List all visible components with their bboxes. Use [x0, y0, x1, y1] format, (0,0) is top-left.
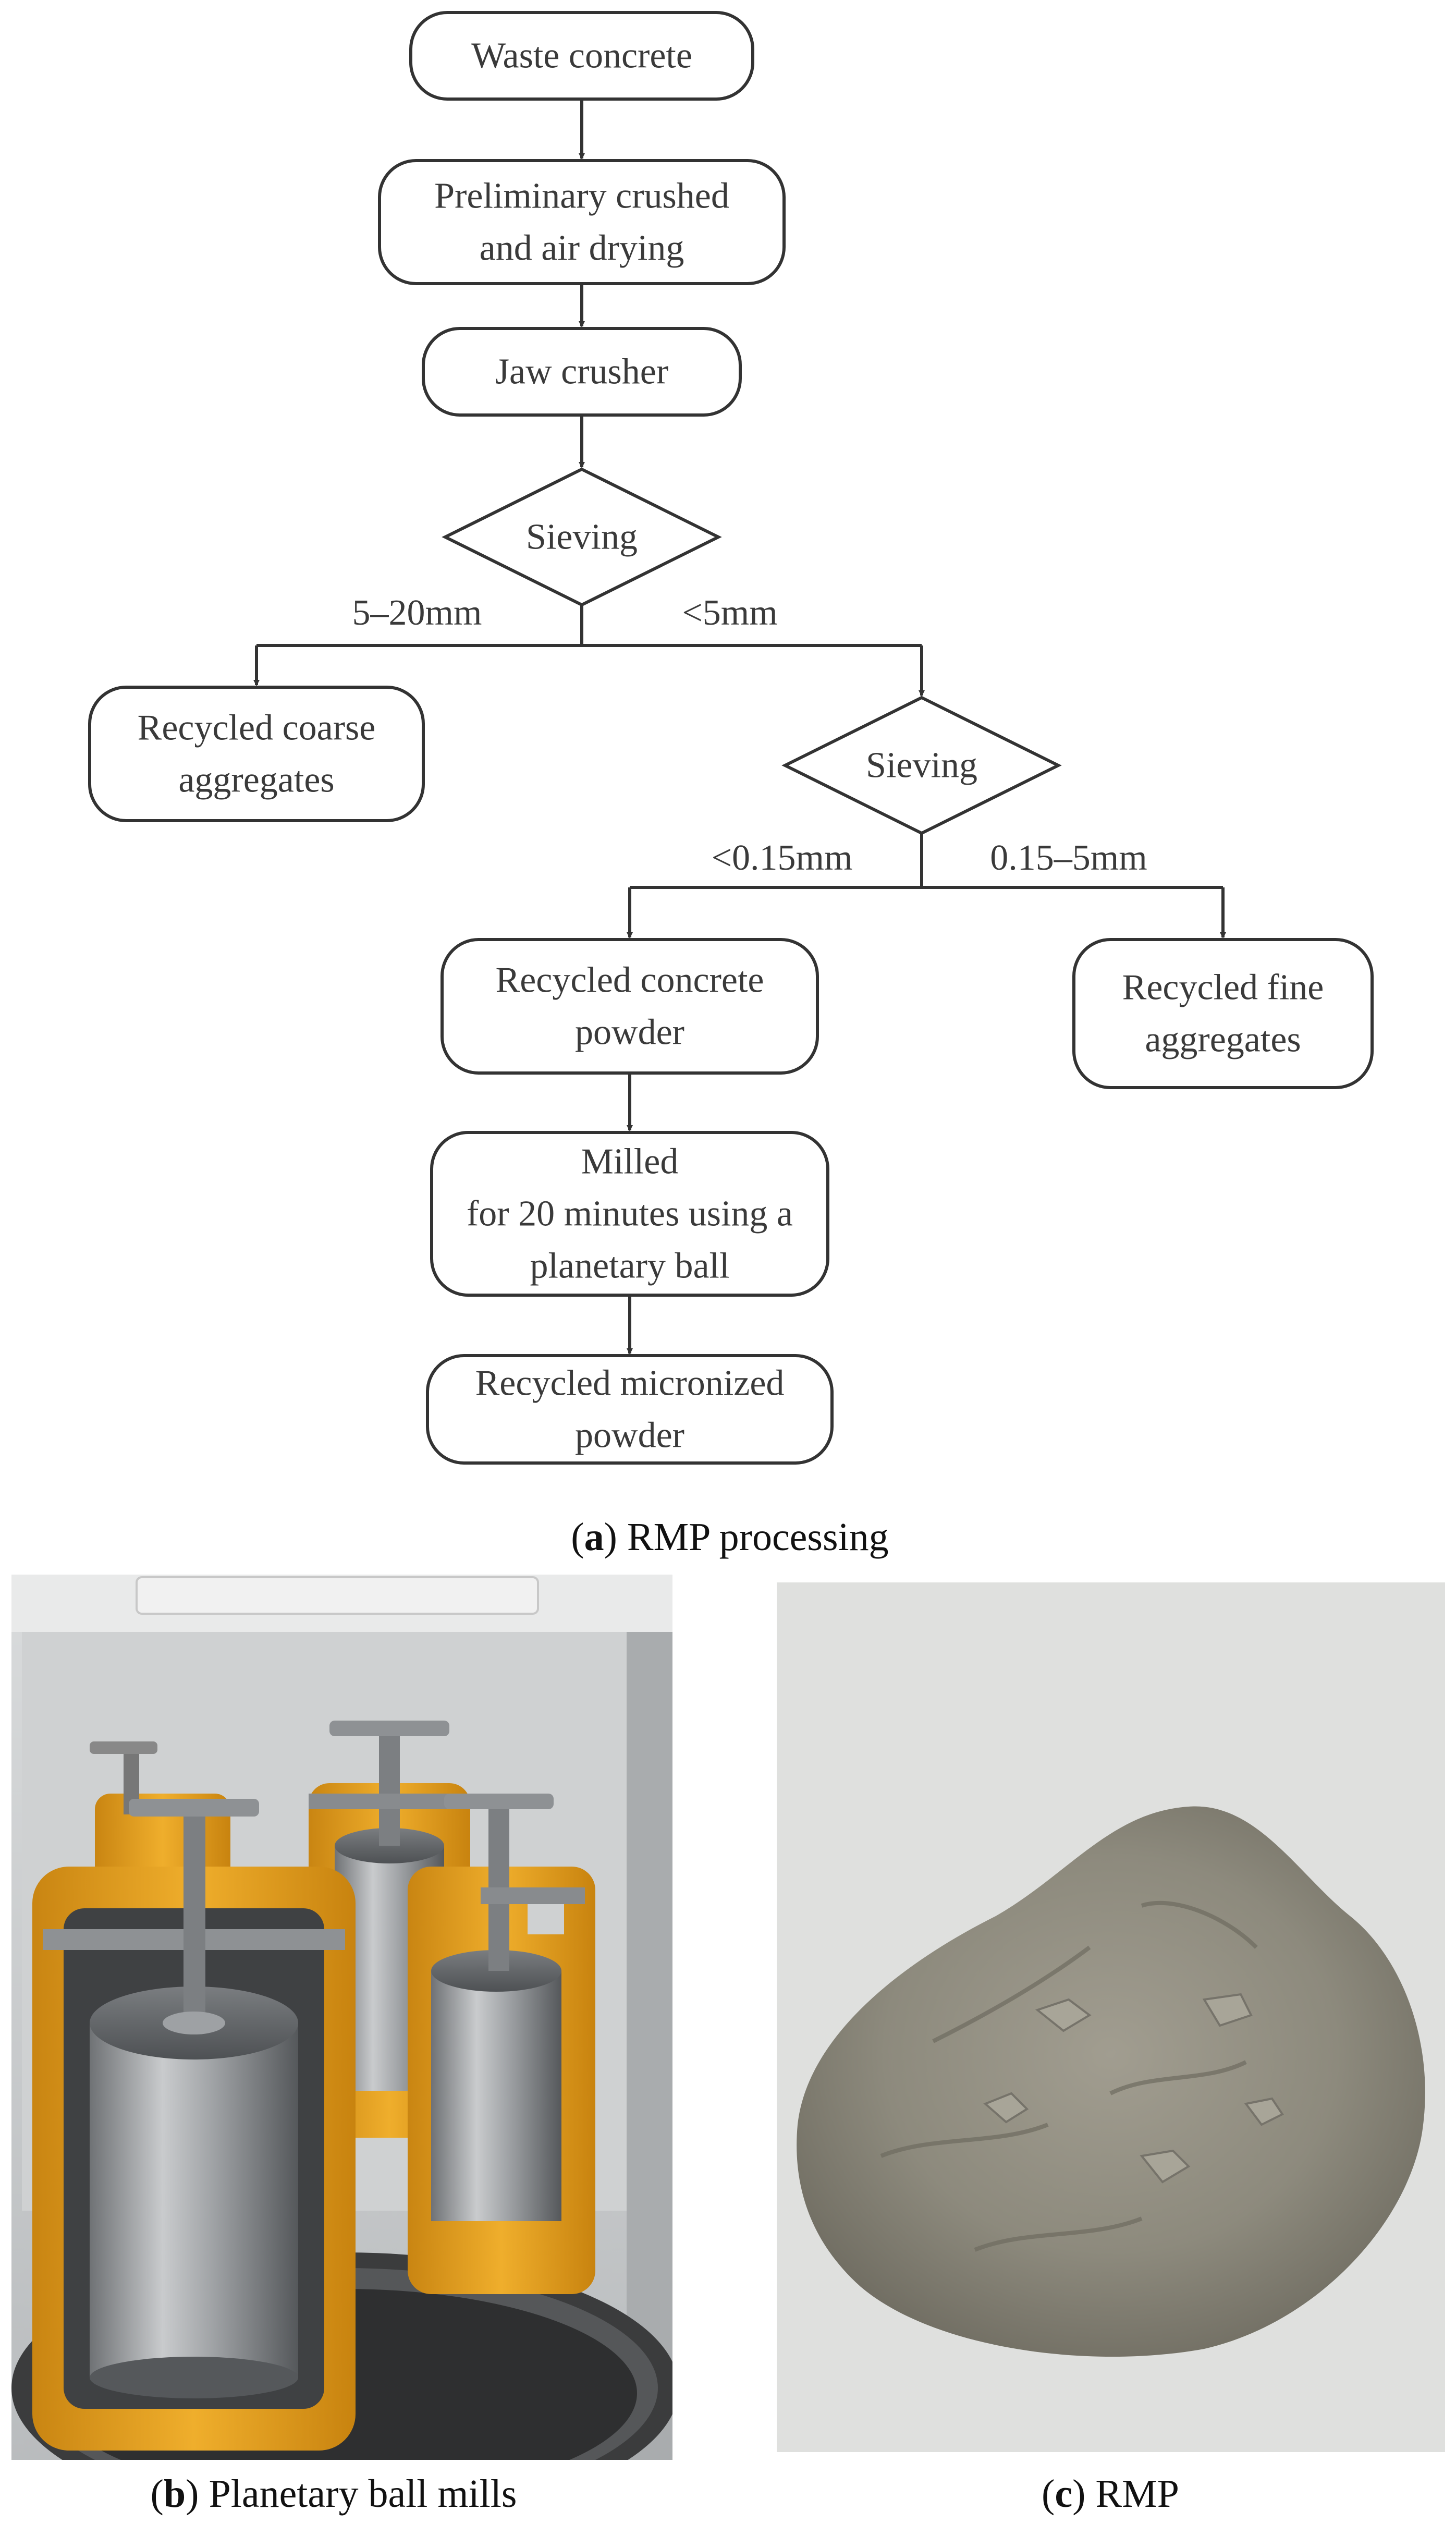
node-shape: [409, 11, 754, 101]
node-shape: [422, 327, 742, 417]
node-coarse: Recycled coarse aggregates: [88, 686, 425, 822]
node-sieve2: Sieving: [781, 696, 1062, 835]
caption-b: (b) Planetary ball mills: [150, 2472, 517, 2516]
node-label: Recycled fine: [1122, 968, 1324, 1008]
node-label: powder: [575, 1013, 684, 1053]
node-label: planetary ball: [530, 1246, 730, 1286]
node-label: aggregates: [1145, 1020, 1301, 1060]
node-milled: Milled for 20 minutes using a planetary ba…: [430, 1131, 829, 1297]
node-shape: [441, 938, 819, 1075]
node-shape: [781, 696, 1062, 835]
caption-c: (c) RMP: [1042, 2472, 1179, 2516]
node-label: Recycled micronized: [475, 1363, 785, 1404]
node-label: for 20 minutes using a: [467, 1194, 793, 1234]
node-prelim: Preliminary crushed and air drying: [378, 159, 786, 285]
rmp-powder-photo: [777, 1582, 1445, 2452]
node-shape: [88, 686, 425, 822]
node-label: Sieving: [866, 746, 977, 786]
node-waste: Waste concrete: [409, 11, 754, 101]
caption-a: (a) RMP processing: [571, 1515, 889, 1559]
node-label: Sieving: [526, 517, 638, 557]
node-powder: Recycled concrete powder: [441, 938, 819, 1075]
label-lt5: <5mm: [682, 593, 777, 633]
label-coarse-size: 5–20mm: [352, 593, 482, 633]
node-shape: [426, 1354, 834, 1465]
node-label: Recycled coarse: [138, 708, 376, 748]
planetary-ball-mills-photo: [11, 1575, 672, 2460]
node-fine: Recycled fine aggregates: [1072, 938, 1374, 1089]
label-lt015: <0.15mm: [712, 838, 853, 878]
node-sieve1: Sieving: [442, 467, 722, 607]
node-label: Milled: [581, 1142, 679, 1182]
node-label: aggregates: [178, 760, 334, 800]
node-label: Jaw crusher: [495, 352, 668, 392]
node-shape: [378, 159, 786, 285]
node-shape: [430, 1131, 829, 1297]
node-label: Recycled concrete: [496, 960, 764, 1001]
node-micro: Recycled micronized powder: [426, 1354, 834, 1465]
node-shape: [442, 467, 722, 607]
label-fine-size: 0.15–5mm: [990, 838, 1147, 878]
node-label: Preliminary crushed: [434, 176, 729, 216]
node-label: and air drying: [480, 228, 684, 269]
node-label: powder: [575, 1416, 684, 1456]
node-label: Waste concrete: [471, 36, 692, 76]
node-jaw: Jaw crusher: [422, 327, 742, 417]
node-shape: [1072, 938, 1374, 1089]
